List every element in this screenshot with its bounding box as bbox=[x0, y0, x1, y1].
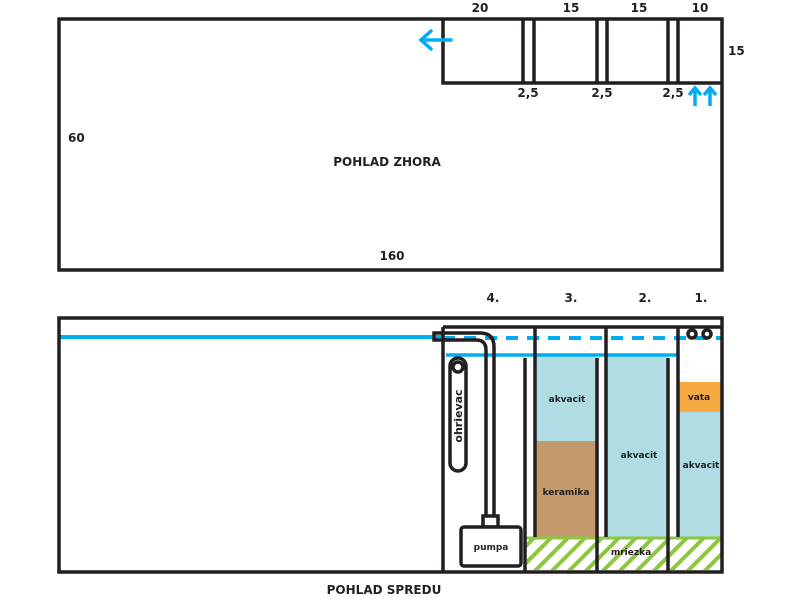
chamber-width-label: 20 bbox=[472, 1, 489, 15]
width-label: 160 bbox=[379, 249, 404, 263]
inlet-pipe-icon bbox=[701, 328, 713, 340]
heater-label: ohrievac bbox=[452, 389, 465, 442]
chamber-width-label: 10 bbox=[692, 1, 709, 15]
pump bbox=[459, 525, 523, 568]
tank-outline-front bbox=[57, 316, 724, 574]
vata-media bbox=[679, 382, 721, 412]
depth-label: 60 bbox=[68, 131, 85, 145]
sump-outline-top bbox=[441, 19, 722, 85]
chamber-width-label: 15 bbox=[563, 1, 580, 15]
chamber-width-label: 15 bbox=[631, 1, 648, 15]
mriezka-grid bbox=[526, 537, 721, 570]
gap-label: 2,5 bbox=[662, 86, 683, 100]
grid-label: mriezka bbox=[611, 548, 651, 558]
top-view-title: POHLAD ZHORA bbox=[333, 155, 441, 169]
sump-depth-label: 15 bbox=[728, 44, 745, 58]
flow-arrow-left-icon bbox=[418, 29, 453, 51]
inlet-pipe-icon bbox=[686, 328, 698, 340]
flow-arrow-up-icon bbox=[687, 85, 718, 106]
gap-label: 2,5 bbox=[591, 86, 612, 100]
keramika-media bbox=[536, 441, 597, 537]
akvacit-media bbox=[679, 412, 721, 537]
chamber-number: 4. bbox=[487, 291, 500, 305]
media-label: keramika bbox=[543, 488, 590, 498]
media-label: vata bbox=[688, 393, 710, 403]
front-view-title: POHLAD SPREDU bbox=[327, 583, 442, 597]
akvacit-media bbox=[536, 355, 597, 441]
pump-label: pumpa bbox=[474, 543, 509, 553]
front-view bbox=[57, 316, 724, 574]
chamber-number: 2. bbox=[639, 291, 652, 305]
media-label: akvacit bbox=[549, 395, 586, 405]
media-label: akvacit bbox=[683, 461, 720, 471]
heater-cap bbox=[451, 360, 465, 374]
gap-label: 2,5 bbox=[517, 86, 538, 100]
heater bbox=[448, 356, 468, 473]
chamber-number: 3. bbox=[565, 291, 578, 305]
chamber-number: 1. bbox=[695, 291, 708, 305]
akvacit-media bbox=[607, 355, 668, 537]
return-pipe bbox=[432, 331, 496, 516]
top-view bbox=[57, 17, 724, 272]
media-label: akvacit bbox=[621, 451, 658, 461]
tank-outline-top bbox=[57, 17, 724, 272]
